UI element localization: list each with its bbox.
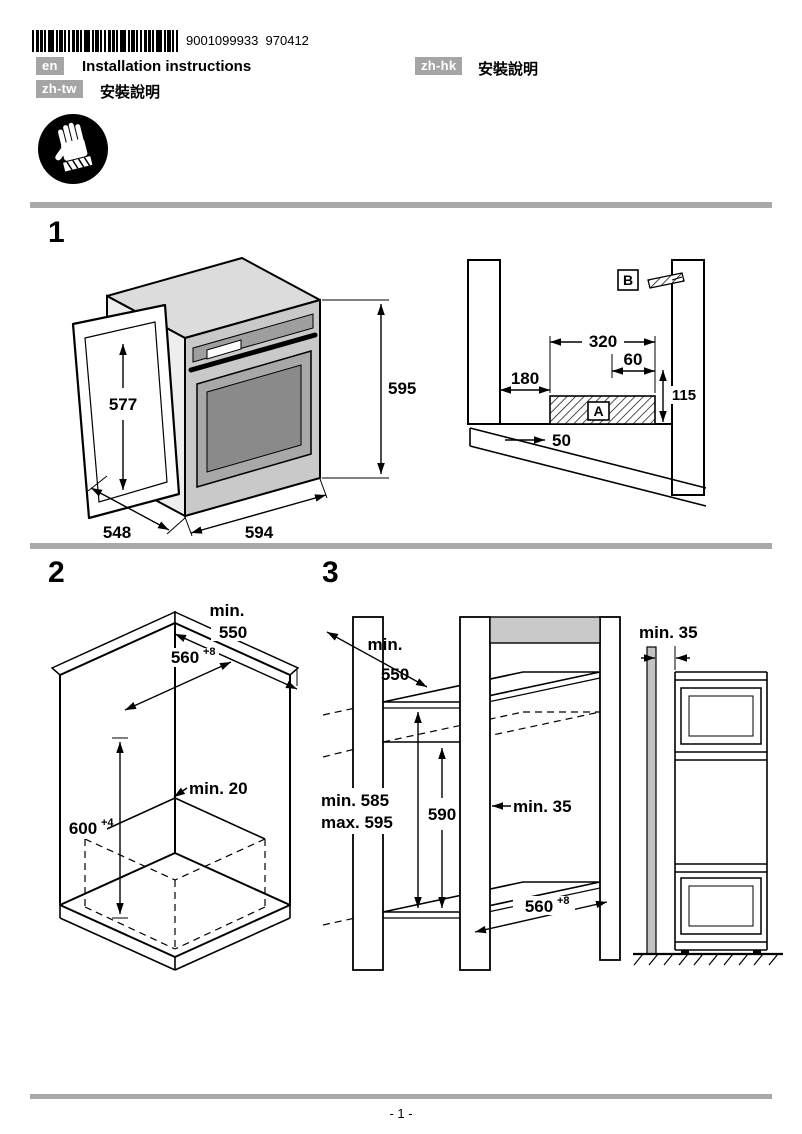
lang-title-zhhk: 安裝說明 — [478, 61, 539, 78]
divider-middle — [30, 543, 772, 549]
figure-3-number: 3 — [322, 556, 339, 589]
lang-title-en: Installation instructions — [82, 58, 252, 75]
barcode-number: 9001099933 970412 — [186, 33, 309, 48]
dim-bracket-offset: 60 — [624, 350, 643, 369]
dim3-depth-line1: min. — [368, 635, 403, 654]
dim3-depth-line2: 550 — [381, 665, 409, 684]
dim-niche-width: 320 — [589, 332, 617, 351]
dim-width-value: 560 — [171, 648, 199, 667]
dim-height-tolerance: +4 — [101, 817, 114, 829]
figure-3-installation-view: min. 550 min. 585 max. 595 590 min. 35 5… — [317, 616, 783, 971]
lang-tag-zhhk: zh-hk — [415, 57, 463, 75]
dim-rear-gap: min. 20 — [189, 779, 248, 798]
dim-oven-width: 594 — [245, 523, 274, 540]
strip-a-label: A — [593, 403, 603, 419]
lang-tag-en: en — [36, 57, 64, 75]
lang-title-zhtw: 安裝說明 — [100, 84, 161, 101]
figure-1-oven-view: 577 595 594 548 — [71, 257, 416, 540]
dim-width-tolerance: +8 — [203, 646, 216, 658]
dim-oven-depth: 548 — [103, 523, 131, 540]
dim-wall-distance: min. 35 — [639, 623, 698, 642]
dim-oven-height: 595 — [388, 379, 416, 398]
dim-height-min: min. 585 — [321, 791, 389, 810]
figure-1-number: 1 — [48, 216, 65, 249]
dim3-width-value: 560 — [525, 897, 553, 916]
dim-height-max: max. 595 — [321, 813, 393, 832]
divider-top — [30, 202, 772, 208]
bracket-b-label: B — [623, 272, 633, 288]
dim-depth-min-line1: min. — [210, 601, 245, 620]
dim3-rear-gap: min. 35 — [513, 797, 572, 816]
figure-2-cabinet-view: min. 550 560 +8 600 +4 min. 20 — [50, 601, 300, 971]
dim-inner-height: 590 — [428, 805, 456, 824]
dim-side-offset: 180 — [511, 369, 539, 388]
figure-2-number: 2 — [48, 556, 65, 589]
dim-door-height: 577 — [109, 395, 137, 414]
lang-tag-zhtw: zh-tw — [36, 80, 83, 98]
dim-strip-height: 115 — [672, 387, 696, 404]
page-number: - 1 - — [389, 1106, 413, 1121]
dim-front-offset: 50 — [552, 431, 571, 450]
dim-height-value: 600 — [69, 819, 97, 838]
dim-depth-min-line2: 550 — [219, 623, 247, 642]
dim3-width-tolerance: +8 — [557, 895, 570, 907]
gloves-icon — [38, 114, 108, 184]
figure-1-niche-section: A B 320 60 180 115 50 — [467, 259, 707, 507]
barcode — [32, 30, 180, 52]
divider-bottom — [30, 1094, 772, 1099]
